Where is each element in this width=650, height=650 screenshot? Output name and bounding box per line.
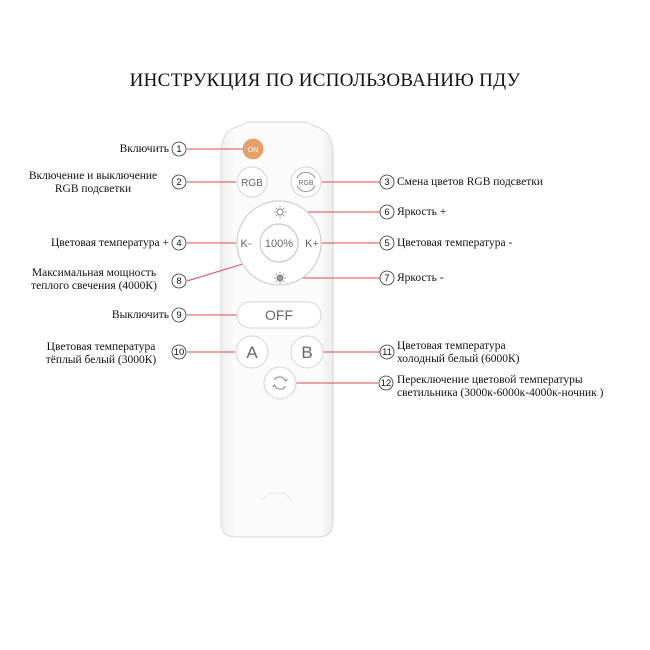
label-cool-white: Цветовая температура холодный белый (600… xyxy=(397,340,519,366)
off-label: OFF xyxy=(265,307,293,323)
remote-bottom-notch xyxy=(261,492,293,501)
marker-7: 7 xyxy=(384,273,390,284)
rgb-cycle-icon xyxy=(296,171,316,193)
marker-2: 2 xyxy=(176,177,182,188)
k-plus-button[interactable]: K+ xyxy=(305,238,319,250)
label-rgb-toggle-line2: RGB подсветки xyxy=(54,183,132,195)
rgb-toggle-button[interactable]: RGB xyxy=(236,166,268,198)
control-ring xyxy=(236,200,322,286)
marker-6: 6 xyxy=(384,207,390,218)
label-turn-on: Включить xyxy=(119,143,169,155)
k-minus-button[interactable]: K- xyxy=(241,238,252,250)
label-warm-white-line1: Цветовая температура xyxy=(46,341,156,353)
rgb-cycle-button[interactable]: RGB xyxy=(290,166,322,198)
rgb-label: RGB xyxy=(241,178,263,189)
label-brightness-up: Яркость + xyxy=(397,206,447,218)
label-rgb-toggle-line1: Включение и выключение xyxy=(28,170,158,182)
page-title: ИНСТРУКЦИЯ ПО ИСПОЛЬЗОВАНИЮ ПДУ xyxy=(129,70,521,91)
cool-white-b-button[interactable]: B xyxy=(290,335,324,369)
marker-10: 10 xyxy=(173,347,185,358)
on-label: ON xyxy=(248,147,259,154)
label-rgb-cycle: Смена цветов RGB подсветки xyxy=(397,176,544,188)
marker-3: 3 xyxy=(384,177,390,188)
label-rgb-toggle: Включение и выключение RGB подсветки xyxy=(18,170,168,196)
full-power-button[interactable]: 100% xyxy=(265,238,293,250)
marker-12: 12 xyxy=(380,378,392,389)
label-max-power: Максимальная мощность теплого свечения (… xyxy=(18,267,170,293)
label-cycle-temp: Переключение цветовой температуры светил… xyxy=(397,374,604,400)
label-brightness-down: Яркость - xyxy=(397,272,444,284)
label-warm-white: Цветовая температура тёплый белый (3000К… xyxy=(32,341,170,367)
off-button[interactable]: OFF xyxy=(236,301,322,329)
cycle-temperature-button[interactable] xyxy=(263,366,297,400)
rgb-cycle-label: RGB xyxy=(298,180,314,187)
label-temp-plus: Цветовая температура + xyxy=(50,237,169,249)
marker-5: 5 xyxy=(384,238,390,249)
callout-markers xyxy=(171,141,395,391)
label-warm-white-line2: тёплый белый (3000К) xyxy=(45,354,157,366)
warm-white-a-button[interactable]: A xyxy=(235,335,269,369)
marker-4: 4 xyxy=(176,238,182,249)
label-cool-white-line1: Цветовая температура xyxy=(397,340,506,352)
brightness-down-icon[interactable] xyxy=(274,272,286,284)
label-max-power-line2: теплого свечения (4000К) xyxy=(31,280,157,292)
marker-8: 8 xyxy=(176,276,182,287)
label-turn-off: Выключить xyxy=(111,309,169,321)
on-button[interactable]: ON xyxy=(242,138,264,160)
marker-9: 9 xyxy=(176,310,182,321)
a-label: A xyxy=(246,343,258,362)
b-label: B xyxy=(301,343,312,362)
marker-11: 11 xyxy=(382,347,392,358)
label-temp-minus: Цветовая температура - xyxy=(397,237,513,249)
marker-1: 1 xyxy=(176,144,182,155)
label-max-power-line1: Максимальная мощность xyxy=(31,267,157,279)
label-cycle-temp-line2: светильника (3000к-6000к-4000к-ночник ) xyxy=(397,387,604,399)
brightness-up-icon[interactable] xyxy=(274,206,286,218)
label-cycle-temp-line1: Переключение цветовой температуры xyxy=(397,374,583,386)
label-cool-white-line2: холодный белый (6000К) xyxy=(397,353,520,365)
